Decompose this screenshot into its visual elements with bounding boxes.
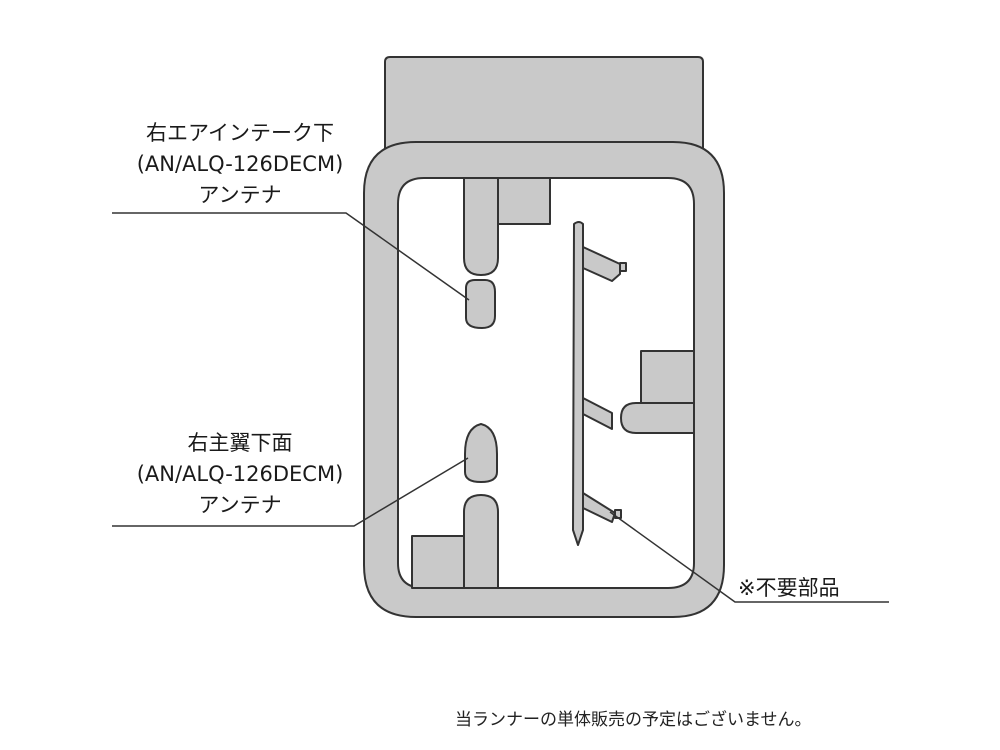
runner-frame (363, 141, 725, 618)
leader-intake (112, 212, 470, 301)
attachment-tab-1 (582, 246, 621, 282)
intake-callout-line3: アンテナ (198, 183, 282, 207)
attachment-tab-3 (582, 492, 616, 523)
unneeded-long-part (572, 221, 584, 546)
lower-gate-bar (463, 494, 499, 589)
unneeded-parts-callout: ※不要部品 (738, 576, 840, 600)
upper-gate-bar (463, 177, 499, 276)
footnote: 当ランナーの単体販売の予定はございません。 (455, 710, 812, 730)
attachment-tab-2 (582, 397, 613, 430)
runner-top-tab (384, 56, 704, 151)
right-gate-bar (620, 402, 695, 434)
right-block (640, 350, 695, 405)
wing-callout-line3: アンテナ (198, 493, 282, 517)
intake-antenna-callout: 右エアインテーク下 (AN/ALQ-126DECM) アンテナ (110, 118, 370, 211)
wing-antenna-part (464, 423, 498, 483)
pin-1 (619, 262, 627, 272)
wing-callout-line2: (AN/ALQ-126DECM) (136, 462, 344, 486)
intake-callout-line2: (AN/ALQ-126DECM) (136, 152, 344, 176)
leader-unneeded (609, 511, 889, 603)
leader-wing (112, 457, 469, 527)
wing-antenna-callout: 右主翼下面 (AN/ALQ-126DECM) アンテナ (110, 428, 370, 521)
upper-block (497, 177, 551, 225)
lower-block (411, 535, 465, 589)
wing-callout-line1: 右主翼下面 (187, 431, 293, 455)
intake-callout-line1: 右エアインテーク下 (146, 121, 334, 145)
intake-antenna-part (465, 279, 496, 329)
